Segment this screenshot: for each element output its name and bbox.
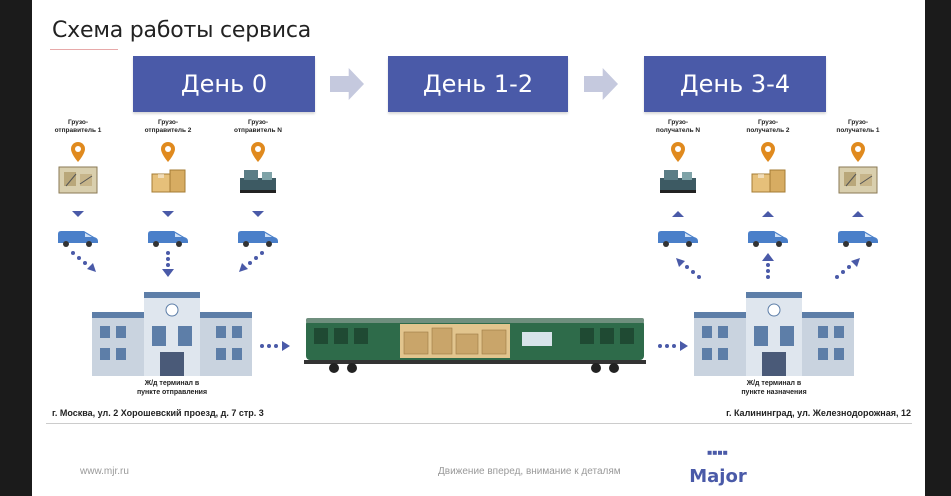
- major-logo-icon: [707, 450, 728, 455]
- railway-terminal-building-icon: [92, 292, 252, 376]
- delivery-van-icon: [148, 231, 188, 247]
- arrow-up-icon: [852, 211, 864, 217]
- cardboard-boxes-icon: [751, 169, 786, 193]
- warehouse-shelf-icon: [58, 166, 98, 194]
- location-pin-icon: [71, 142, 85, 162]
- sender-1-label: Грузо- отправитель 1: [54, 119, 102, 134]
- delivery-van-icon: [838, 231, 878, 247]
- brand-logo-text: Major: [689, 466, 747, 487]
- machinery-icon: [240, 170, 276, 193]
- arrow-up-icon: [672, 211, 684, 217]
- route-arrow-down-icon: [162, 251, 174, 277]
- sender-n-label: Грузо- отправитель N: [234, 119, 282, 134]
- slogan: Движение вперед, внимание к деталям: [438, 466, 621, 477]
- cardboard-boxes-icon: [151, 169, 186, 193]
- arrow-up-icon: [762, 211, 774, 217]
- railway-terminal-building-icon: [694, 292, 854, 376]
- location-pin-icon: [251, 142, 265, 162]
- arrow-down-icon: [252, 211, 264, 217]
- divider: [46, 423, 912, 424]
- chevron-right-icon: [330, 68, 364, 100]
- website-link[interactable]: www.mjr.ru: [80, 466, 129, 477]
- destination-terminal-caption: Ж/д терминал в пункте назначения: [741, 380, 807, 396]
- day-3-4-box: День 3-4: [644, 56, 826, 112]
- delivery-van-icon: [658, 231, 698, 247]
- title-underline: [50, 49, 118, 50]
- day-0-box: День 0: [133, 56, 315, 112]
- chevron-right-icon: [584, 68, 618, 100]
- destination-address: г. Калининград, ул. Железнодорожная, 12: [726, 408, 911, 418]
- location-pin-icon: [671, 142, 685, 162]
- receiver-2-label: Грузо- получатель 2: [746, 119, 790, 134]
- location-pin-icon: [851, 142, 865, 162]
- slide: Схема работы сервиса День 0 День 1-2 Ден…: [32, 0, 925, 496]
- slide-title: Схема работы сервиса: [52, 18, 312, 43]
- arrow-down-icon: [72, 211, 84, 217]
- machinery-icon: [660, 170, 696, 193]
- warehouse-shelf-icon: [838, 166, 878, 194]
- route-arrow-diagonal-icon: [71, 251, 96, 272]
- rail-freight-car-icon: [304, 318, 646, 373]
- location-pin-icon: [761, 142, 775, 162]
- arrow-down-icon: [162, 211, 174, 217]
- origin-terminal-caption: Ж/д терминал в пункте отправления: [136, 380, 208, 396]
- route-arrow-right-icon: [260, 341, 290, 351]
- route-arrow-up-icon: [762, 253, 774, 279]
- delivery-van-icon: [238, 231, 278, 247]
- delivery-van-icon: [748, 231, 788, 247]
- location-pin-icon: [161, 142, 175, 162]
- route-arrow-diagonal-icon: [835, 258, 860, 279]
- route-arrow-diagonal-icon: [239, 251, 264, 272]
- origin-address: г. Москва, ул. 2 Хорошевский проезд, д. …: [52, 408, 264, 418]
- day-1-2-box: День 1-2: [388, 56, 568, 112]
- receiver-1-label: Грузо- получатель 1: [836, 119, 880, 134]
- route-arrow-right-icon: [658, 341, 688, 351]
- receiver-n-label: Грузо- получатель N: [655, 119, 701, 134]
- sender-2-label: Грузо- отправитель 2: [144, 119, 192, 134]
- delivery-van-icon: [58, 231, 98, 247]
- route-arrow-diagonal-icon: [676, 258, 701, 279]
